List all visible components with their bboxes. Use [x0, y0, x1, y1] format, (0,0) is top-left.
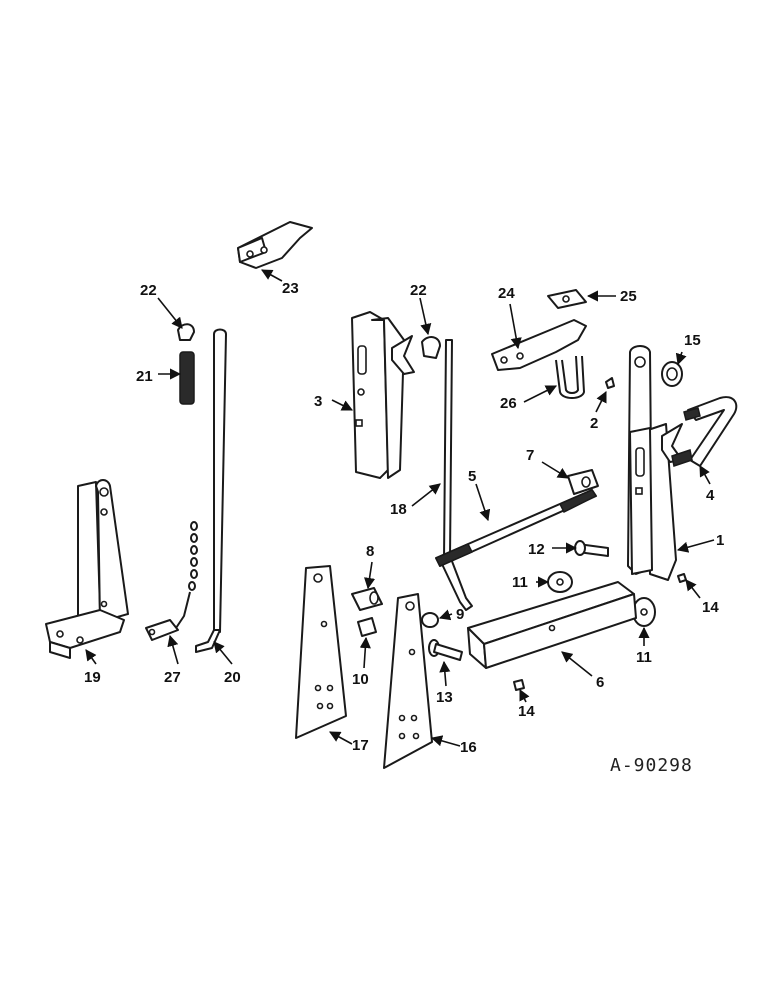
callout-19: 20 [224, 669, 241, 686]
part-6-crossbar [467, 581, 637, 669]
part-2-pin [605, 377, 615, 389]
part-27-chain [145, 521, 198, 641]
leader-16 [430, 735, 461, 747]
callout-13: 13 [436, 689, 453, 706]
part-14-pin-lower [513, 679, 525, 691]
part-8-spacer [351, 587, 383, 611]
part-12-bolt [574, 540, 609, 557]
part-24-bracket [491, 319, 587, 371]
leader-22-right [419, 297, 432, 336]
callout-4: 4 [706, 487, 715, 504]
part-5-shaft [434, 489, 598, 567]
callout-22-left: 22 [140, 282, 157, 299]
leader-19 [213, 641, 233, 665]
callout-23: 23 [282, 280, 299, 297]
leader-1 [676, 539, 715, 553]
leader-14-right [685, 579, 701, 599]
leader-9 [438, 609, 453, 621]
callout-18: 19 [84, 669, 101, 686]
callout-9: 9 [456, 606, 464, 623]
part-14-pin-right [677, 573, 687, 583]
callout-11-right: 11 [636, 649, 652, 666]
callout-27: 27 [164, 669, 181, 686]
leader-18 [85, 649, 97, 665]
leader-20 [411, 483, 441, 507]
part-17-plate [295, 565, 347, 739]
part-21-spring [179, 351, 195, 405]
leader-22-left [157, 297, 183, 329]
leader-10 [359, 636, 371, 669]
callout-6: 6 [596, 674, 604, 691]
leader-13 [439, 660, 451, 687]
part-26-u-bolt [555, 355, 585, 399]
part-1-arm [627, 345, 683, 581]
leader-17 [329, 731, 353, 745]
callout-22-right: 22 [410, 282, 427, 299]
part-11-washer-left [547, 571, 573, 593]
part-4-handle [671, 396, 738, 467]
leader-4 [699, 465, 711, 485]
callout-14-right: 14 [702, 599, 719, 616]
part-3-arm [351, 311, 415, 479]
drawing-code: A-90298 [610, 755, 693, 776]
callout-2: 2 [590, 415, 598, 432]
callout-3: 3 [314, 393, 322, 410]
callout-14-lower: 14 [518, 703, 535, 720]
part-22-cap-right [421, 336, 441, 359]
part-13-bolt [428, 639, 463, 661]
leader-5 [475, 483, 491, 522]
leader-3 [331, 399, 354, 411]
part-18-stand [45, 479, 129, 659]
leader-26 [523, 385, 558, 403]
part-7-spacer [567, 469, 599, 495]
part-10-spacer [357, 617, 377, 637]
callout-8: 8 [366, 543, 374, 560]
part-25-plate [547, 289, 587, 309]
callout-24: 24 [498, 285, 515, 302]
part-9-cap [421, 612, 439, 628]
leader-8 [363, 561, 376, 590]
callout-10: 10 [352, 671, 369, 688]
leader-24 [509, 303, 522, 350]
callout-21: 21 [136, 368, 153, 385]
callout-7: 7 [526, 447, 534, 464]
leader-27 [167, 634, 179, 665]
callout-5: 5 [468, 468, 476, 485]
callout-17: 17 [352, 737, 369, 754]
callout-25: 25 [620, 288, 637, 305]
callout-1: 1 [716, 532, 724, 549]
callout-20: 18 [390, 501, 407, 518]
leader-7 [541, 461, 569, 479]
part-15-nut [661, 361, 683, 387]
leader-23 [261, 269, 283, 282]
callout-16: 16 [460, 739, 477, 756]
callout-15: 15 [684, 332, 701, 349]
leader-15 [675, 351, 687, 366]
part-23-bracket [237, 221, 313, 269]
leader-14-lower [519, 688, 530, 703]
callout-12: 12 [528, 541, 545, 558]
callout-11-left: 11 [512, 574, 528, 591]
leader-6 [561, 651, 593, 677]
leader-2 [595, 390, 607, 413]
callout-26: 26 [500, 395, 517, 412]
part-19-rod [195, 328, 227, 653]
